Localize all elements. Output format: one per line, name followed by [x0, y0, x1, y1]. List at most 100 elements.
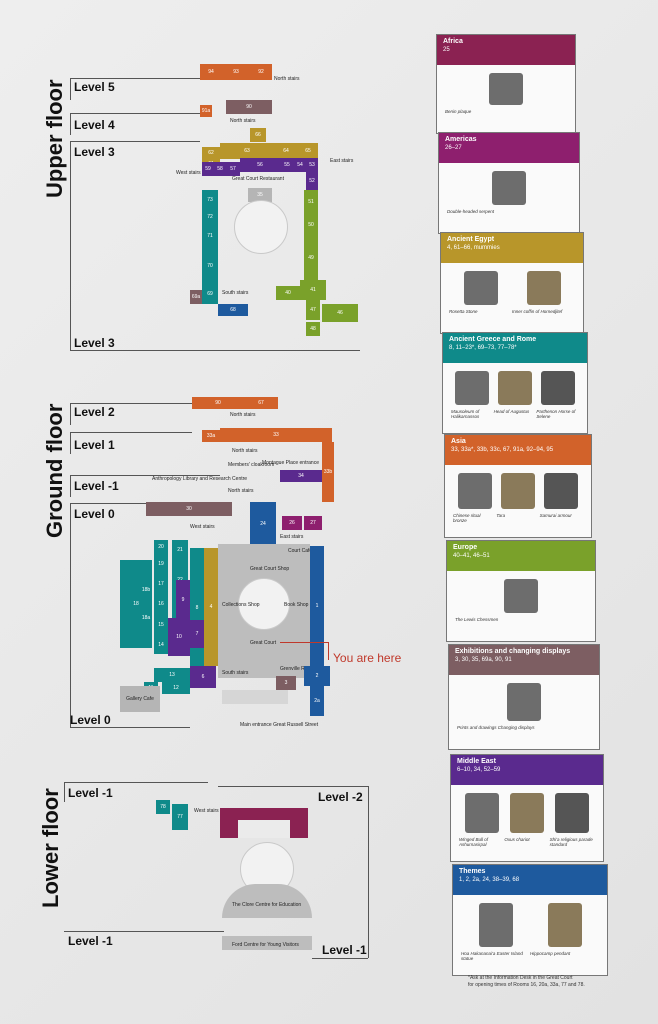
room-69[interactable]: 69	[202, 284, 218, 304]
room-26[interactable]: 26	[282, 516, 302, 530]
room-17[interactable]: 17	[154, 574, 168, 594]
room-20[interactable]: 20	[154, 540, 168, 554]
room-30[interactable]: 30	[146, 502, 232, 516]
room-2a[interactable]: 2a	[310, 686, 324, 716]
room-46[interactable]: 46	[322, 304, 358, 322]
object-thumbnail	[501, 473, 535, 509]
room-55[interactable]: 55	[280, 158, 294, 172]
level-m1-line	[70, 475, 220, 476]
room-64[interactable]: 64	[274, 143, 298, 159]
room-78[interactable]: 78	[156, 800, 170, 814]
level-3-bottom-line	[70, 350, 360, 351]
lower-level-m1-right	[312, 958, 368, 959]
gallery-cafe[interactable]: Gallery Cafe	[120, 686, 160, 712]
room-19[interactable]: 19	[154, 554, 168, 574]
level-0-line	[70, 503, 150, 504]
room-47[interactable]: 47	[306, 300, 320, 320]
room-62[interactable]: 62	[202, 147, 220, 159]
room-51[interactable]: 51	[304, 190, 318, 214]
category-title: Ancient Egypt	[447, 236, 495, 243]
lower-level-m2-line	[218, 786, 368, 787]
great-court-restaurant: Great Court Restaurant	[232, 176, 284, 182]
room-4[interactable]: 4	[204, 548, 218, 666]
level-5-edge	[70, 78, 71, 100]
room-70[interactable]: 70	[202, 248, 218, 284]
room-18a[interactable]: 18a	[140, 608, 152, 628]
room-67[interactable]: 67	[244, 397, 278, 409]
room-33b[interactable]: 33b	[322, 442, 334, 502]
room-9[interactable]: 9	[176, 580, 190, 620]
room-48[interactable]: 48	[306, 322, 320, 336]
room-71[interactable]: 71	[202, 224, 218, 248]
main-entrance: Main entrance Great Russell Street	[240, 722, 319, 728]
room-40[interactable]: 40	[276, 286, 300, 300]
room-24[interactable]: 24	[250, 502, 276, 546]
room-3[interactable]: 3	[276, 676, 296, 690]
clore-centre[interactable]	[222, 884, 312, 918]
room-8[interactable]: 8	[190, 548, 204, 668]
room-56[interactable]: 56	[240, 158, 280, 172]
ford-centre[interactable]	[222, 936, 312, 950]
room-33a[interactable]: 33a	[202, 430, 220, 442]
room-57[interactable]: 57	[226, 162, 240, 176]
room-90-ground[interactable]: 90	[192, 397, 244, 409]
room-14[interactable]: 14	[154, 636, 168, 654]
room-63[interactable]: 63	[220, 143, 274, 159]
room-18[interactable]: 18	[120, 560, 152, 648]
room-72[interactable]: 72	[202, 210, 218, 224]
object-caption: Mausoleum of Halikarnassos	[451, 409, 480, 419]
room-93[interactable]: 93	[222, 64, 250, 80]
room-73[interactable]: 73	[202, 190, 218, 210]
room-91a[interactable]: 91a	[200, 105, 212, 117]
room-12[interactable]: 12	[162, 682, 190, 694]
room-1[interactable]: 1	[310, 546, 324, 666]
room-77[interactable]: 77	[172, 804, 188, 830]
room-18b[interactable]: 18b	[140, 580, 152, 600]
room-59[interactable]: 59	[202, 162, 214, 176]
room-50[interactable]: 50	[304, 214, 318, 236]
room-94[interactable]: 94	[200, 64, 222, 80]
room-58[interactable]: 58	[214, 162, 226, 176]
room-35-upper[interactable]: 35	[248, 188, 272, 202]
room-15[interactable]: 15	[154, 614, 168, 636]
room-16[interactable]: 16	[154, 594, 168, 614]
room-49[interactable]: 49	[304, 236, 318, 280]
room-27[interactable]: 27	[304, 516, 322, 530]
room-41[interactable]: 41	[300, 280, 326, 300]
room-33[interactable]: 33	[220, 428, 332, 442]
room-92[interactable]: 92	[250, 64, 272, 80]
room-34[interactable]: 34	[280, 470, 322, 482]
room-69a[interactable]: 69a	[190, 290, 202, 304]
category-rooms: 3, 30, 35, 69a, 90, 91	[455, 657, 512, 663]
room-7[interactable]: 7	[190, 620, 204, 648]
room-66[interactable]: 66	[250, 128, 266, 142]
north-stairs-l2: North stairs	[230, 412, 256, 418]
room-6[interactable]: 6	[190, 666, 216, 688]
room-21[interactable]: 21	[172, 540, 188, 560]
room-53[interactable]: 53	[306, 158, 318, 172]
room-65[interactable]: 65	[298, 143, 318, 159]
category-rooms: 25	[443, 47, 450, 53]
object-caption: Winged Bull of Ashurnasirpal	[459, 837, 488, 847]
room-2[interactable]: 2	[304, 666, 330, 686]
room-54[interactable]: 54	[294, 158, 306, 172]
room-13[interactable]: 13	[154, 668, 190, 682]
room-90[interactable]: 90	[226, 100, 272, 114]
object-caption: Shi'a religious parade standard	[549, 837, 593, 847]
room-52[interactable]: 52	[306, 172, 318, 190]
room-10[interactable]: 10	[168, 618, 190, 656]
room-68[interactable]: 68	[218, 304, 248, 316]
